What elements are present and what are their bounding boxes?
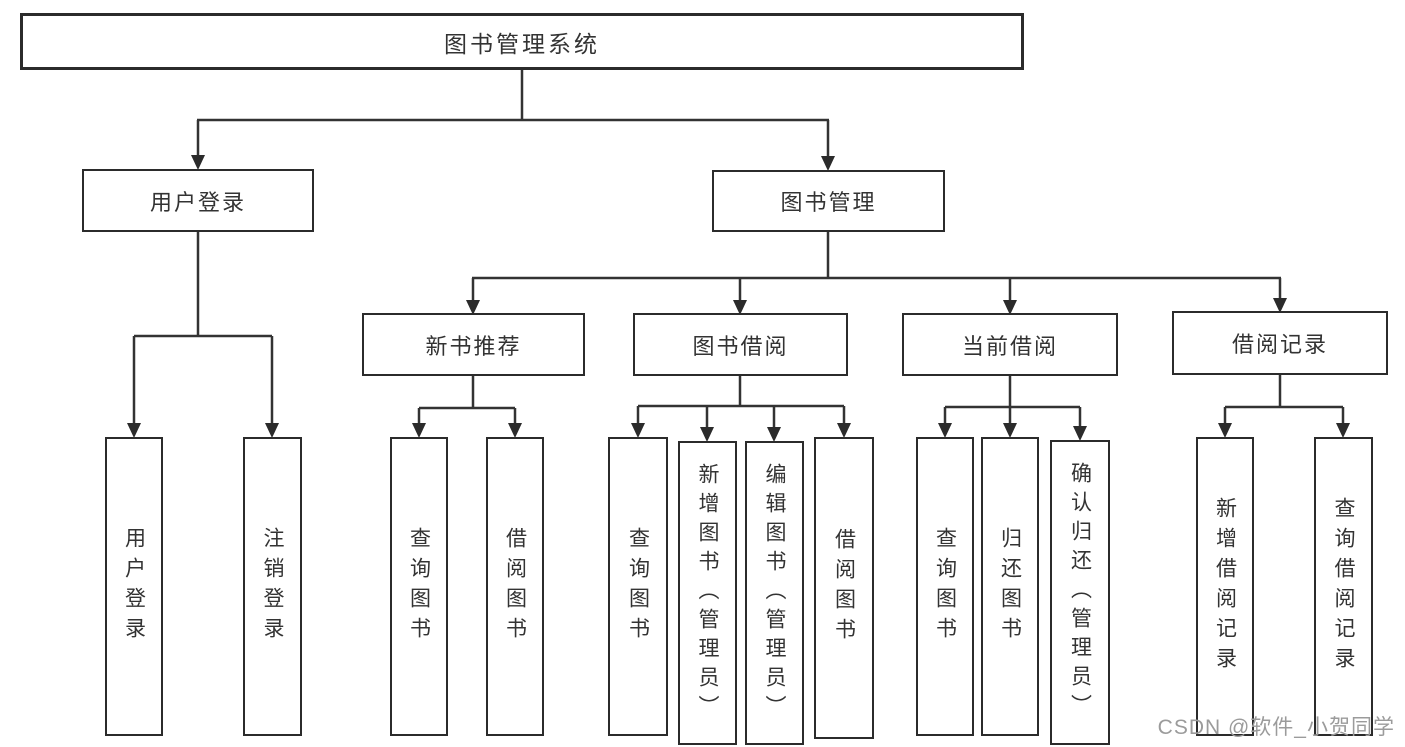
leaf-borrow-books-2-label: 借阅图书: [832, 528, 856, 648]
leaf-borrow-books-1-label: 借阅图书: [503, 526, 527, 647]
arrowhead: [1073, 426, 1087, 441]
leaf-query-books-1-label: 查询图书: [407, 526, 431, 647]
leaf-borrow-books-2: 借阅图书: [814, 437, 874, 739]
node-new-book-recommend: 新书推荐: [362, 313, 585, 376]
leaf-add-books-admin: 新增图书（管理员）: [678, 441, 737, 745]
arrowhead: [466, 300, 480, 315]
node-book-management: 图书管理: [712, 170, 945, 232]
leaf-return-books: 归还图书: [981, 437, 1039, 736]
leaf-add-books-admin-label: 新增图书（管理员）: [696, 462, 719, 724]
arrowhead: [821, 156, 835, 171]
leaf-return-books-label: 归还图书: [998, 526, 1022, 647]
arrowhead: [700, 427, 714, 442]
node-borrow-records: 借阅记录: [1172, 311, 1388, 375]
arrowhead: [1218, 423, 1232, 438]
leaf-query-borrow-record-label: 查询借阅记录: [1332, 496, 1355, 677]
arrowhead: [938, 423, 952, 438]
leaf-query-books-2-label: 查询图书: [626, 526, 650, 647]
leaf-add-borrow-record: 新增借阅记录: [1196, 437, 1254, 736]
leaf-confirm-return-admin: 确认归还（管理员）: [1050, 440, 1110, 745]
node-new-book-recommend-label: 新书推荐: [425, 333, 522, 359]
node-root-label: 图书管理系统: [444, 30, 600, 57]
leaf-query-books-3: 查询图书: [916, 437, 974, 736]
arrowhead: [1273, 298, 1287, 313]
node-current-borrow-label: 当前借阅: [961, 333, 1058, 359]
leaf-edit-books-admin: 编辑图书（管理员）: [745, 441, 804, 745]
arrowhead: [1336, 423, 1350, 438]
leaf-query-books-1: 查询图书: [390, 437, 448, 736]
leaf-borrow-books-1: 借阅图书: [486, 437, 544, 736]
node-book-borrow-label: 图书借阅: [692, 333, 789, 359]
leaf-add-borrow-record-label: 新增借阅记录: [1213, 496, 1237, 677]
leaf-edit-books-admin-label: 编辑图书（管理员）: [763, 462, 786, 724]
leaf-user-login-label: 用户登录: [122, 526, 146, 647]
node-borrow-records-label: 借阅记录: [1231, 332, 1328, 357]
arrowhead: [191, 155, 205, 170]
arrowhead: [265, 423, 279, 438]
node-book-management-label: 图书管理: [780, 190, 877, 215]
node-root: 图书管理系统: [20, 13, 1024, 70]
leaf-confirm-return-admin-label: 确认归还（管理员）: [1068, 462, 1092, 723]
arrowhead: [127, 423, 141, 438]
csdn-watermark: CSDN @软件_小贺同学: [1157, 716, 1395, 739]
leaf-logout-label: 注销登录: [261, 526, 284, 647]
arrowhead: [1003, 423, 1017, 438]
leaf-query-books-2: 查询图书: [608, 437, 668, 736]
arrowhead: [767, 427, 781, 442]
arrowhead: [412, 423, 426, 438]
arrowhead: [508, 423, 522, 438]
leaf-logout: 注销登录: [243, 437, 302, 736]
node-book-borrow: 图书借阅: [633, 313, 848, 376]
arrowhead: [1003, 300, 1017, 315]
leaf-query-borrow-record: 查询借阅记录: [1314, 437, 1373, 736]
arrowhead: [631, 423, 645, 438]
node-user-login: 用户登录: [82, 169, 314, 232]
arrowhead: [837, 423, 851, 438]
node-user-login-label: 用户登录: [149, 189, 246, 215]
leaf-query-books-3-label: 查询图书: [933, 526, 957, 647]
leaf-user-login: 用户登录: [105, 437, 163, 736]
node-current-borrow: 当前借阅: [902, 313, 1118, 376]
arrowhead: [733, 300, 747, 315]
